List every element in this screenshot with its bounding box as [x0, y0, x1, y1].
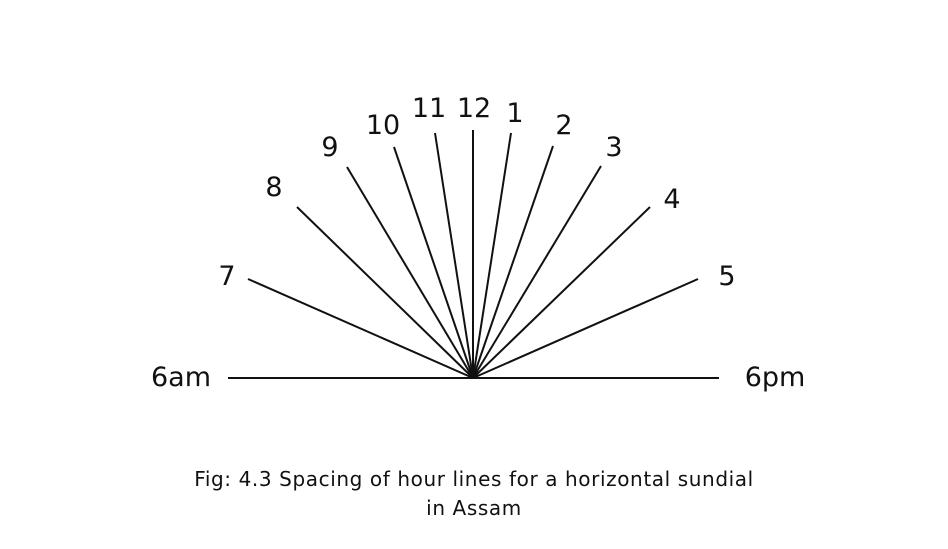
hour-line-5: [472, 278, 699, 379]
hour-label-1: 1: [506, 98, 523, 129]
figure-caption-line-1: Fig: 4.3 Spacing of hour lines for a hor…: [194, 467, 754, 491]
hour-lines: [228, 130, 719, 379]
hour-label-8: 8: [265, 172, 282, 203]
hour-label-5: 5: [718, 261, 735, 292]
hour-line-3: [472, 165, 602, 379]
hour-line-11: [434, 132, 474, 379]
hour-line-1: [472, 132, 512, 379]
hour-label-6pm: 6pm: [745, 362, 806, 393]
hour-line-2: [472, 145, 554, 379]
hour-label-4: 4: [663, 184, 680, 215]
hour-label-11: 11: [412, 93, 446, 124]
hour-label-7: 7: [218, 261, 235, 292]
hour-line-7: [247, 278, 474, 379]
hour-label-3: 3: [605, 132, 622, 163]
hour-label-2: 2: [555, 110, 572, 141]
hour-label-6am: 6am: [151, 362, 211, 393]
hour-label-9: 9: [321, 132, 338, 163]
figure-caption-line-2: in Assam: [426, 496, 522, 520]
hour-line-4: [472, 206, 651, 379]
hour-label-12: 12: [457, 93, 491, 124]
hour-label-10: 10: [366, 110, 400, 141]
hour-line-8: [296, 206, 474, 379]
hour-line-9: [346, 166, 474, 379]
hour-line-10: [393, 146, 474, 379]
